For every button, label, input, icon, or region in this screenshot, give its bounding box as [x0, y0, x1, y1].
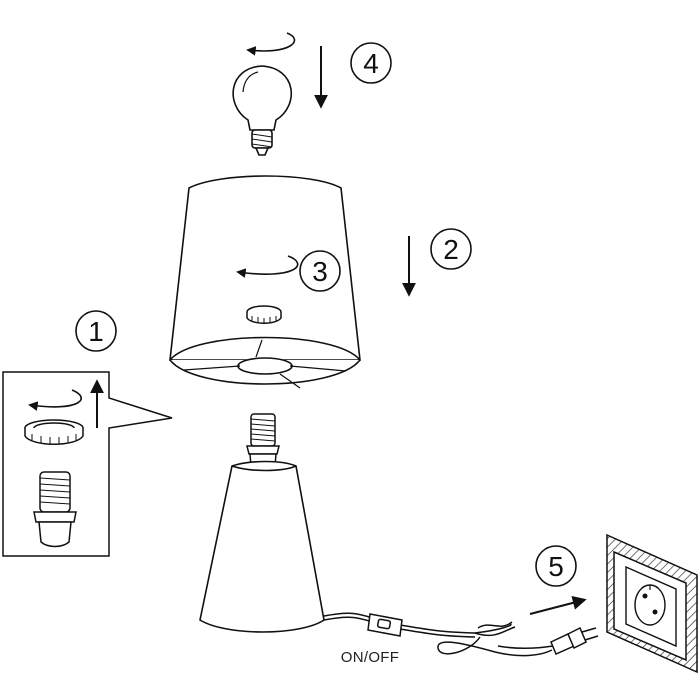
- power-switch: [367, 613, 403, 637]
- light-bulb: [232, 65, 293, 156]
- step-2-badge: 2: [430, 228, 472, 270]
- detail-ring: [24, 419, 84, 445]
- detail-callout: [2, 371, 173, 557]
- lamp-shade: [169, 175, 361, 389]
- step-1-badge: 1: [75, 310, 117, 352]
- svg-text:3: 3: [312, 256, 328, 287]
- switch-label: ON/OFF: [341, 649, 399, 666]
- step-3-badge: 3: [299, 250, 341, 292]
- right-arrow-icon: [529, 596, 587, 615]
- svg-text:4: 4: [363, 48, 379, 79]
- power-cord: [323, 612, 554, 657]
- step-5-badge: 5: [535, 545, 577, 587]
- rotate-arrow-icon: [246, 32, 296, 56]
- base-socket: [246, 413, 280, 467]
- detail-socket: [33, 471, 77, 548]
- svg-text:2: 2: [443, 234, 459, 265]
- step-4-badge: 4: [350, 42, 392, 84]
- rotate-arrow-icon: [236, 255, 299, 278]
- rotate-arrow-icon: [28, 389, 82, 411]
- shade-ring: [246, 305, 282, 324]
- lamp-base: [199, 460, 325, 633]
- power-plug: [550, 626, 599, 655]
- wall-outlet: [606, 533, 698, 674]
- svg-text:1: 1: [88, 316, 104, 347]
- svg-text:5: 5: [548, 551, 564, 582]
